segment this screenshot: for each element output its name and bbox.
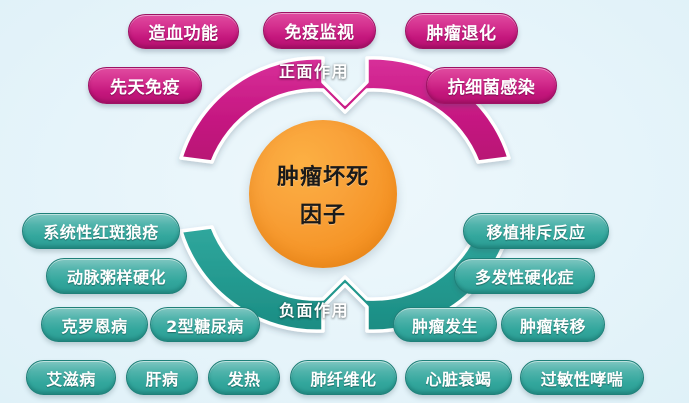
negative-pill[interactable]: 多发性硬化症 (454, 258, 595, 294)
positive-pill[interactable]: 免疫监视 (263, 12, 376, 49)
center-label-line2: 因子 (299, 203, 346, 228)
negative-pill[interactable]: 克罗恩病 (41, 307, 148, 342)
negative-pill[interactable]: 心脏衰竭 (405, 360, 512, 395)
negative-pill[interactable]: 2型糖尿病 (150, 307, 260, 342)
positive-pill[interactable]: 造血功能 (128, 14, 239, 49)
negative-pill[interactable]: 肿瘤发生 (393, 307, 497, 342)
negative-pill[interactable]: 发热 (208, 360, 280, 395)
negative-pill[interactable]: 肝病 (126, 360, 198, 395)
negative-pill[interactable]: 动脉粥样硬化 (46, 258, 187, 294)
positive-pill[interactable]: 抗细菌感染 (426, 67, 557, 104)
positive-pill[interactable]: 肿瘤退化 (405, 13, 518, 49)
center-node: 肿瘤坏死 因子 (249, 120, 397, 268)
negative-pill[interactable]: 过敏性哮喘 (520, 360, 644, 395)
negative-arc-label: 负面作用 (279, 301, 350, 320)
negative-pill[interactable]: 移植排斥反应 (463, 213, 609, 249)
negative-pill[interactable]: 肿瘤转移 (501, 307, 605, 342)
negative-pill[interactable]: 肺纤维化 (290, 360, 397, 395)
negative-pill[interactable]: 系统性红斑狼疮 (22, 213, 180, 249)
positive-arc-label: 正面作用 (279, 62, 350, 81)
negative-pill[interactable]: 艾滋病 (26, 360, 116, 395)
center-label-line1: 肿瘤坏死 (276, 165, 369, 190)
positive-pill[interactable]: 先天免疫 (88, 67, 202, 104)
